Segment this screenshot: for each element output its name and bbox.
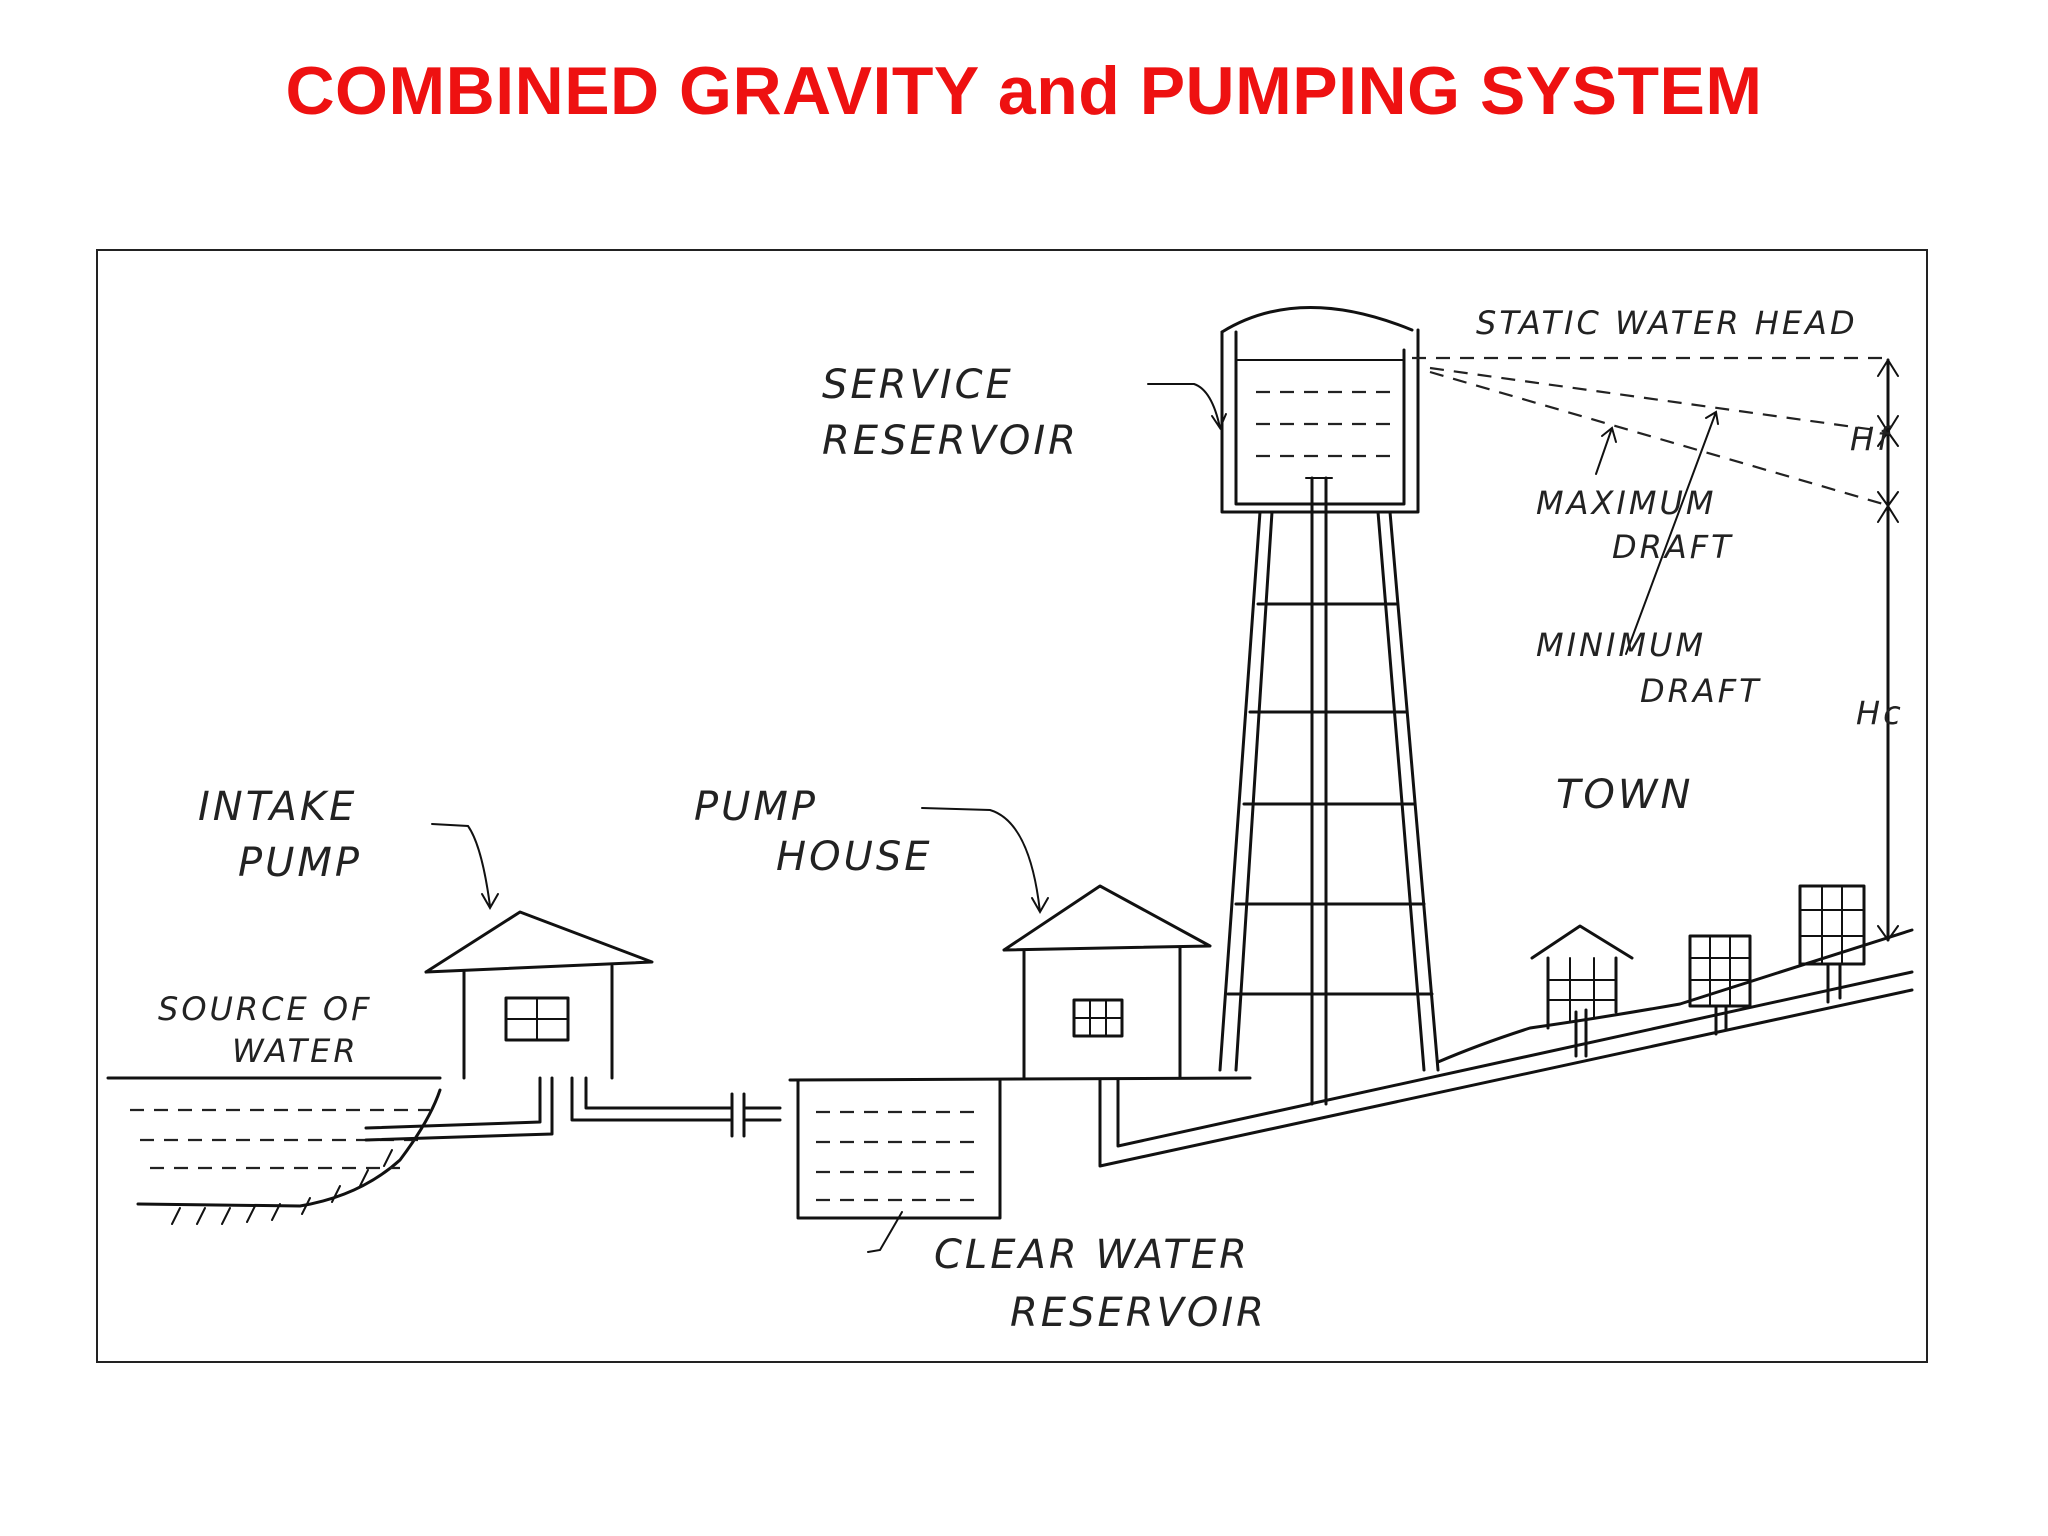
label-hc: Hc [1856, 694, 1904, 732]
label-minimum-draft-1: MINIMUM [1536, 626, 1706, 664]
diagram-frame [96, 249, 1928, 1363]
label-source-of-water-1: SOURCE OF [158, 990, 372, 1028]
service-reservoir-tower [1218, 306, 1440, 1106]
label-pump-house-1: PUMP [694, 784, 818, 830]
intake-pump-house [364, 910, 782, 1142]
label-clear-water-2: RESERVOIR [1010, 1290, 1267, 1336]
label-static-water-head: STATIC WATER HEAD [1476, 304, 1858, 342]
label-clear-water-1: CLEAR WATER [934, 1232, 1250, 1278]
town-buildings [1530, 884, 1866, 1058]
label-pump-house-2: HOUSE [776, 834, 933, 880]
label-intake-pump-1: INTAKE [198, 784, 357, 830]
head-lines [1412, 356, 1899, 942]
source-water-body [106, 1076, 442, 1225]
label-source-of-water-2: WATER [232, 1032, 359, 1070]
label-service-reservoir-1: SERVICE [822, 362, 1014, 408]
label-minimum-draft-2: DRAFT [1640, 672, 1762, 710]
leader-arrows [431, 383, 1227, 915]
label-maximum-draft-1: MAXIMUM [1536, 484, 1717, 522]
label-hf: Hf [1850, 420, 1893, 458]
slide-title: COMBINED GRAVITY and PUMPING SYSTEM [285, 53, 1763, 129]
label-maximum-draft-2: DRAFT [1612, 528, 1734, 566]
label-service-reservoir-2: RESERVOIR [822, 418, 1079, 464]
pump-house [1002, 884, 1212, 1152]
clear-water-reservoir [788, 1076, 1252, 1253]
distribution-main [1098, 928, 1914, 1168]
label-intake-pump-2: PUMP [238, 840, 362, 886]
label-town: TOWN [1556, 772, 1693, 818]
